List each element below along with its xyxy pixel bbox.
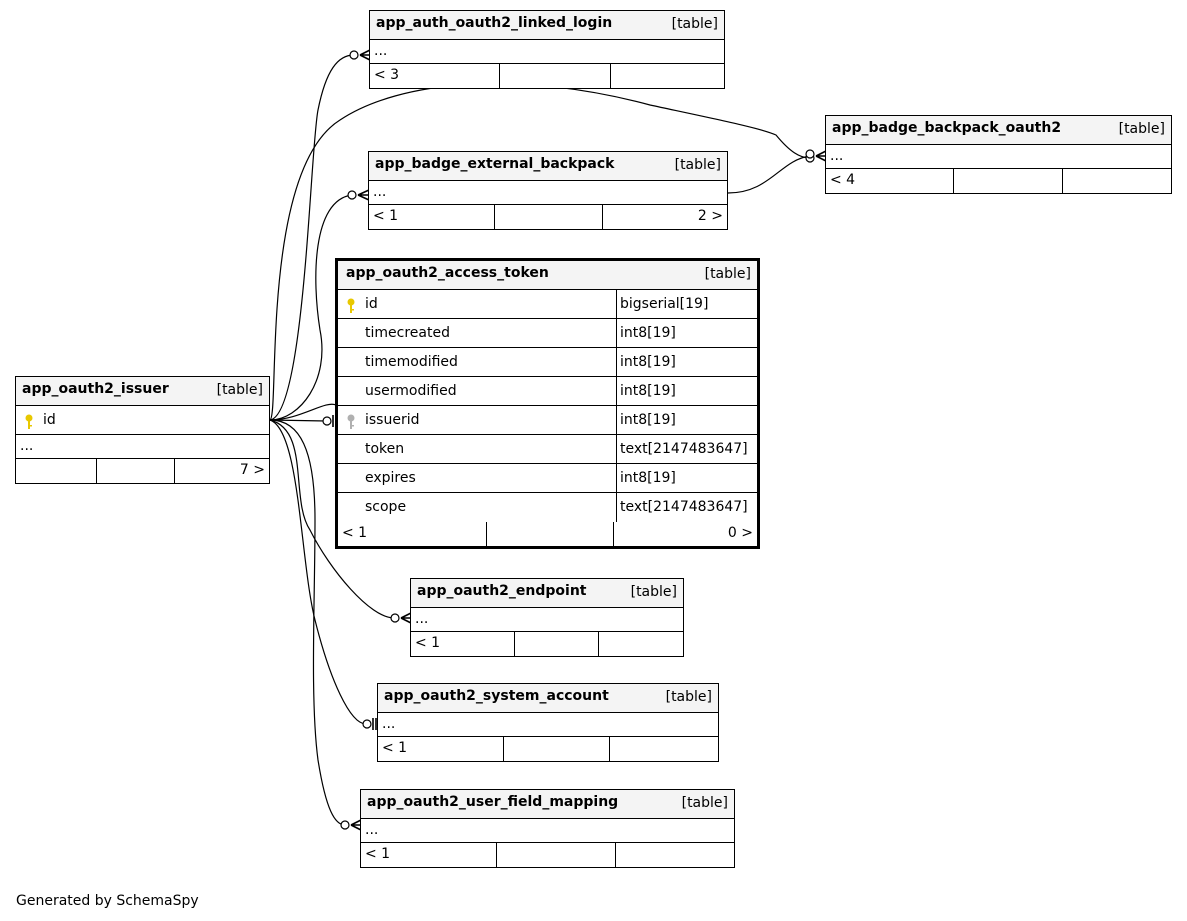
- column-row[interactable]: token text[2147483647]: [338, 435, 757, 464]
- column-name: scope: [365, 499, 407, 515]
- table-kind: [table]: [630, 584, 677, 600]
- columns-ellipsis: ...: [16, 435, 269, 459]
- column-name: usermodified: [365, 383, 457, 399]
- table-kind: [table]: [216, 382, 263, 398]
- parent-count[interactable]: < 4: [830, 172, 856, 188]
- table-access-token[interactable]: app_oauth2_access_token [table] id bigser…: [335, 258, 760, 549]
- table-header: app_oauth2_endpoint [table]: [411, 579, 683, 608]
- child-count[interactable]: 2 >: [697, 208, 723, 224]
- column-name: expires: [365, 470, 416, 486]
- table-kind: [table]: [704, 266, 751, 282]
- generator-credit: Generated by SchemaSpy: [16, 893, 199, 909]
- table-name[interactable]: app_oauth2_access_token: [346, 265, 549, 281]
- edge-issuer-endpoint: [269, 419, 395, 619]
- table-kind: [table]: [665, 689, 712, 705]
- edge-issuer-external-backpack: [269, 194, 353, 421]
- edge-issuer-access-token: [269, 419, 327, 422]
- relationship-counts: < 1 0 >: [338, 522, 757, 546]
- table-user-field-mapping[interactable]: app_oauth2_user_field_mapping [table] ..…: [360, 789, 735, 868]
- column-row[interactable]: timemodified int8[19]: [338, 348, 757, 377]
- column-type: int8[19]: [620, 325, 676, 341]
- foreign-key-icon: [347, 414, 355, 429]
- parent-count[interactable]: < 1: [415, 635, 441, 651]
- column-type: bigserial[19]: [620, 296, 709, 312]
- table-kind: [table]: [1118, 121, 1165, 137]
- column-name: id: [365, 296, 378, 312]
- column-row[interactable]: usermodified int8[19]: [338, 377, 757, 406]
- parent-count[interactable]: < 1: [382, 740, 408, 756]
- parent-count[interactable]: < 3: [374, 67, 400, 83]
- column-row[interactable]: id bigserial[19]: [338, 290, 757, 319]
- table-kind: [table]: [671, 16, 718, 32]
- table-name[interactable]: app_badge_external_backpack: [375, 156, 615, 172]
- column-type: text[2147483647]: [620, 441, 748, 457]
- columns-ellipsis: ...: [369, 181, 727, 205]
- primary-key-icon: [25, 414, 33, 429]
- table-name[interactable]: app_oauth2_endpoint: [417, 583, 587, 599]
- table-header: app_badge_external_backpack [table]: [369, 152, 727, 181]
- table-issuer[interactable]: app_oauth2_issuer [table] id ... 7 >: [15, 376, 270, 484]
- relationship-counts: 7 >: [16, 459, 269, 483]
- table-kind: [table]: [674, 157, 721, 173]
- table-name[interactable]: app_oauth2_system_account: [384, 688, 609, 704]
- table-name[interactable]: app_badge_backpack_oauth2: [832, 120, 1062, 136]
- columns-ellipsis: ...: [378, 713, 718, 737]
- table-name[interactable]: app_oauth2_issuer: [22, 381, 169, 397]
- column-row[interactable]: id: [16, 406, 269, 435]
- table-external-backpack[interactable]: app_badge_external_backpack [table] ... …: [368, 151, 728, 230]
- relationship-counts: < 3: [370, 64, 724, 88]
- primary-key-icon: [347, 298, 355, 313]
- relationship-counts: < 1: [411, 632, 683, 656]
- column-name: issuerid: [365, 412, 420, 428]
- edge-external-backpack-backpack-oauth2: [727, 155, 811, 194]
- parent-count[interactable]: < 1: [373, 208, 399, 224]
- edge-issuer-linked-login: [269, 54, 355, 421]
- table-name[interactable]: app_oauth2_user_field_mapping: [367, 794, 619, 810]
- column-type: text[2147483647]: [620, 499, 748, 515]
- column-type: int8[19]: [620, 354, 676, 370]
- table-header: app_auth_oauth2_linked_login [table]: [370, 11, 724, 40]
- column-row[interactable]: scope text[2147483647]: [338, 493, 757, 522]
- relationship-counts: < 1: [378, 737, 718, 761]
- column-type: int8[19]: [620, 383, 676, 399]
- parent-count[interactable]: < 1: [365, 846, 391, 862]
- edge-issuer-access-token-2: [269, 403, 337, 421]
- column-row[interactable]: issuerid int8[19]: [338, 406, 757, 435]
- table-endpoint[interactable]: app_oauth2_endpoint [table] ... < 1: [410, 578, 684, 657]
- edge-issuer-user-field-mapping: [269, 419, 346, 826]
- relationship-counts: < 1: [361, 843, 734, 867]
- table-backpack-oauth2[interactable]: app_badge_backpack_oauth2 [table] ... < …: [825, 115, 1172, 194]
- table-header: app_badge_backpack_oauth2 [table]: [826, 116, 1171, 145]
- table-header: app_oauth2_issuer [table]: [16, 377, 269, 406]
- table-name[interactable]: app_auth_oauth2_linked_login: [376, 15, 613, 31]
- table-system-account[interactable]: app_oauth2_system_account [table] ... < …: [377, 683, 719, 762]
- table-kind: [table]: [681, 795, 728, 811]
- column-name: id: [43, 412, 56, 428]
- column-name: timecreated: [365, 325, 450, 341]
- column-type: int8[19]: [620, 412, 676, 428]
- columns-ellipsis: ...: [826, 145, 1171, 169]
- child-count[interactable]: 0 >: [727, 525, 753, 541]
- column-name: timemodified: [365, 354, 458, 370]
- columns-ellipsis: ...: [370, 40, 724, 64]
- column-type: int8[19]: [620, 470, 676, 486]
- column-row[interactable]: timecreated int8[19]: [338, 319, 757, 348]
- table-header: app_oauth2_access_token [table]: [338, 261, 757, 290]
- parent-count[interactable]: < 1: [342, 525, 368, 541]
- child-count[interactable]: 7 >: [239, 462, 265, 478]
- columns-ellipsis: ...: [411, 608, 683, 632]
- column-row[interactable]: expires int8[19]: [338, 464, 757, 493]
- relationship-counts: < 1 2 >: [369, 205, 727, 229]
- table-linked-login[interactable]: app_auth_oauth2_linked_login [table] ...…: [369, 10, 725, 89]
- columns-ellipsis: ...: [361, 819, 734, 843]
- column-name: token: [365, 441, 405, 457]
- table-header: app_oauth2_user_field_mapping [table]: [361, 790, 734, 819]
- table-header: app_oauth2_system_account [table]: [378, 684, 718, 713]
- relationship-counts: < 4: [826, 169, 1171, 193]
